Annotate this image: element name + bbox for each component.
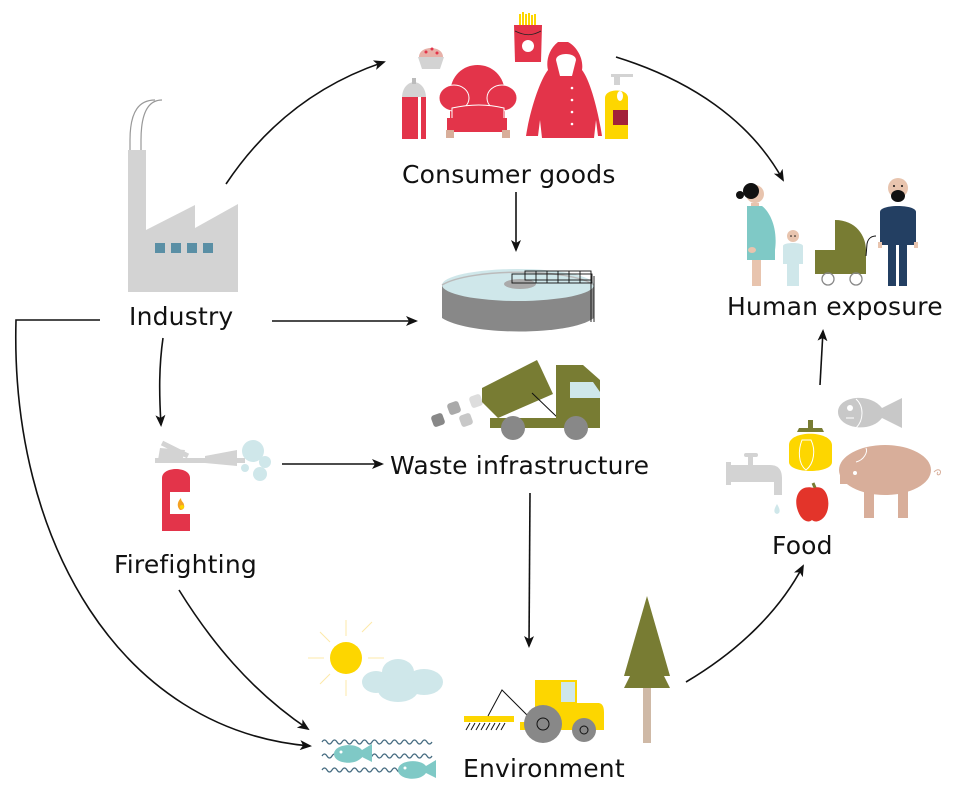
water-with-fish-icon: [321, 739, 436, 779]
arrow-waste-to-environment: [524, 492, 535, 648]
node-label-environment: Environment: [463, 754, 625, 783]
foam-bubbles-icon: [241, 440, 271, 481]
node-label-waste-infrastructure: Waste infrastructure: [390, 451, 650, 480]
raincoat-icon: [526, 42, 602, 138]
spray-can-icon: [402, 78, 426, 139]
sun-icon: [308, 620, 384, 696]
armchair-icon: [438, 65, 518, 138]
node-label-industry: Industry: [129, 302, 234, 331]
muffin-icon: [418, 47, 444, 69]
man-icon: [878, 178, 918, 286]
water-tap-icon: [726, 453, 782, 514]
arrow-firefighting-to-environment: [178, 589, 310, 731]
water-treatment-tank-icon: [441, 269, 595, 332]
factory-icon: [128, 99, 238, 292]
apple-icon: [796, 482, 829, 522]
fries-icon: [514, 12, 542, 62]
arrows: [15, 56, 828, 751]
fish-icon: [838, 397, 902, 429]
child-icon: [783, 230, 803, 286]
node-label-firefighting: Firefighting: [114, 550, 257, 579]
arrow-food-to-human-exposure: [817, 329, 828, 386]
node-label-consumer-goods: Consumer goods: [402, 160, 616, 189]
pregnant-woman-icon: [736, 183, 776, 286]
baby-stroller-icon: [815, 220, 877, 286]
fire-extinguisher-icon: [155, 440, 245, 531]
pig-icon: [839, 445, 941, 518]
node-label-human-exposure: Human exposure: [727, 292, 943, 321]
cloud-icon: [362, 659, 443, 702]
arrow-industry-to-firefighting: [155, 337, 166, 427]
arrow-consumer-goods-to-human-exposure: [615, 56, 784, 182]
arrow-industry-to-environment: [15, 319, 312, 751]
pine-tree-icon: [624, 596, 670, 743]
arrow-environment-to-food: [685, 564, 804, 683]
lotion-bottle-icon: [605, 74, 633, 139]
node-label-food: Food: [772, 531, 833, 560]
bell-pepper-icon: [789, 420, 832, 471]
tractor-icon: [464, 680, 604, 743]
dump-truck-icon: [431, 360, 600, 440]
arrow-industry-to-consumer-goods: [225, 60, 386, 185]
